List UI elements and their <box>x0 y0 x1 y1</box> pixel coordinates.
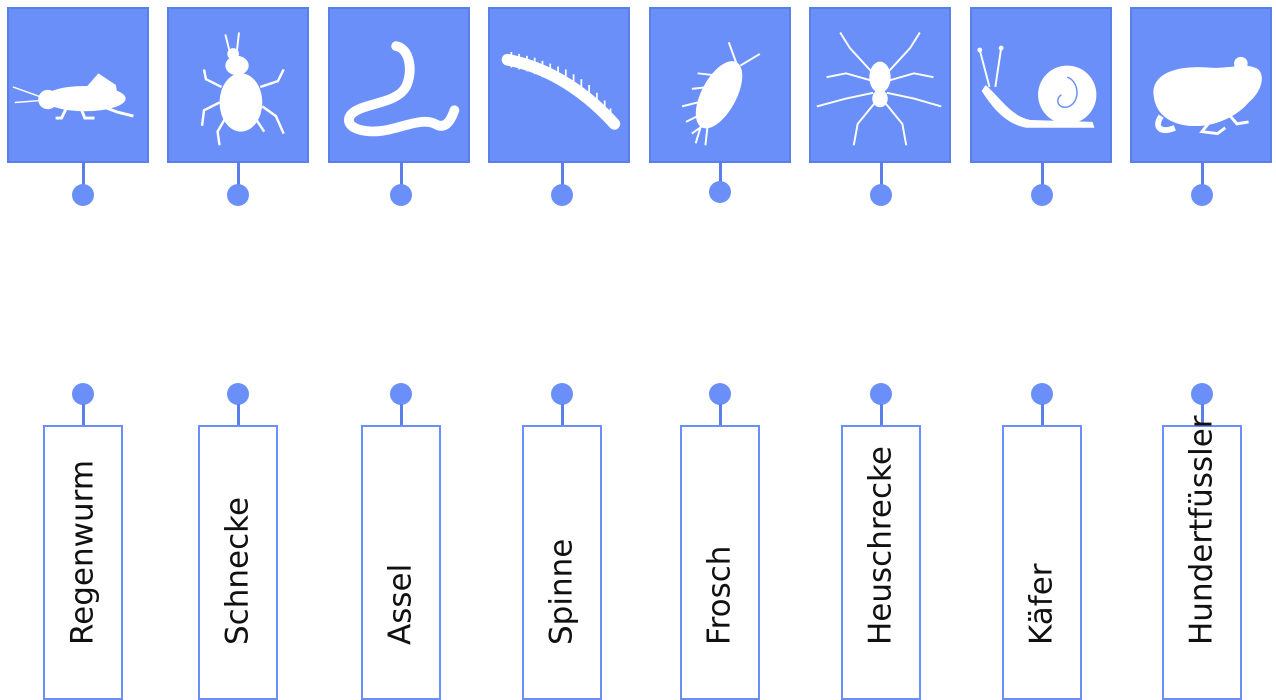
label-text: Spinne <box>547 539 578 645</box>
connector-stem <box>237 163 240 185</box>
label-text: Assel <box>386 564 417 645</box>
connector-stem <box>82 404 85 426</box>
frog-icon <box>1132 9 1270 161</box>
bottom-connector-dot-4[interactable] <box>551 383 573 405</box>
picture-card-4[interactable] <box>488 7 630 163</box>
top-connector-dot-4[interactable] <box>551 184 573 206</box>
label-card-2[interactable]: Schnecke <box>198 425 278 700</box>
snail-icon <box>972 9 1110 161</box>
label-card-3[interactable]: Assel <box>361 425 441 700</box>
connector-stem <box>400 404 403 426</box>
top-connector-dot-1[interactable] <box>72 184 94 206</box>
top-connector-dot-6[interactable] <box>870 184 892 206</box>
connector-stem <box>719 163 722 183</box>
cricket-icon <box>9 9 147 161</box>
label-text: Heuschrecke <box>866 446 897 645</box>
picture-card-2[interactable] <box>167 7 309 163</box>
top-connector-dot-3[interactable] <box>390 184 412 206</box>
bottom-connector-dot-7[interactable] <box>1031 383 1053 405</box>
bottom-connector-dot-2[interactable] <box>227 383 249 405</box>
connector-stem <box>1201 163 1204 185</box>
woodlouse-icon <box>651 9 789 161</box>
top-connector-dot-2[interactable] <box>227 184 249 206</box>
picture-card-8[interactable] <box>1130 7 1272 163</box>
bottom-connector-dot-6[interactable] <box>870 383 892 405</box>
label-text: Regenwurm <box>68 460 99 645</box>
picture-card-6[interactable] <box>809 7 951 163</box>
top-connector-dot-7[interactable] <box>1031 184 1053 206</box>
connector-stem <box>719 404 722 426</box>
label-card-6[interactable]: Heuschrecke <box>841 425 921 700</box>
top-connector-dot-8[interactable] <box>1191 184 1213 206</box>
bottom-connector-dot-3[interactable] <box>390 383 412 405</box>
top-connector-dot-5[interactable] <box>709 181 731 203</box>
bottom-connector-dot-8[interactable] <box>1191 383 1213 405</box>
label-card-1[interactable]: Regenwurm <box>43 425 123 700</box>
bottom-connector-dot-1[interactable] <box>72 383 94 405</box>
bottom-connector-dot-5[interactable] <box>709 383 731 405</box>
label-card-7[interactable]: Käfer <box>1002 425 1082 700</box>
picture-card-1[interactable] <box>7 7 149 163</box>
label-text: Frosch <box>705 546 736 645</box>
picture-card-3[interactable] <box>328 7 470 163</box>
connector-stem <box>880 163 883 185</box>
label-card-8[interactable]: Hundertfüssler <box>1162 425 1242 700</box>
connector-stem <box>880 404 883 426</box>
beetle-icon <box>169 9 307 161</box>
connector-stem <box>400 163 403 185</box>
label-card-5[interactable]: Frosch <box>680 425 760 700</box>
millipede-icon <box>490 9 628 161</box>
connector-stem <box>237 404 240 426</box>
picture-card-5[interactable] <box>649 7 791 163</box>
spider-icon <box>811 9 949 161</box>
label-text: Käfer <box>1027 563 1058 645</box>
connector-stem <box>1041 404 1044 426</box>
label-text: Schnecke <box>223 497 254 645</box>
connector-stem <box>1041 163 1044 185</box>
connector-stem <box>561 163 564 185</box>
worm-icon <box>330 9 468 161</box>
picture-card-7[interactable] <box>970 7 1112 163</box>
connector-stem <box>82 163 85 185</box>
label-text: Hundertfüssler <box>1187 415 1218 645</box>
label-card-4[interactable]: Spinne <box>522 425 602 700</box>
connector-stem <box>561 404 564 426</box>
